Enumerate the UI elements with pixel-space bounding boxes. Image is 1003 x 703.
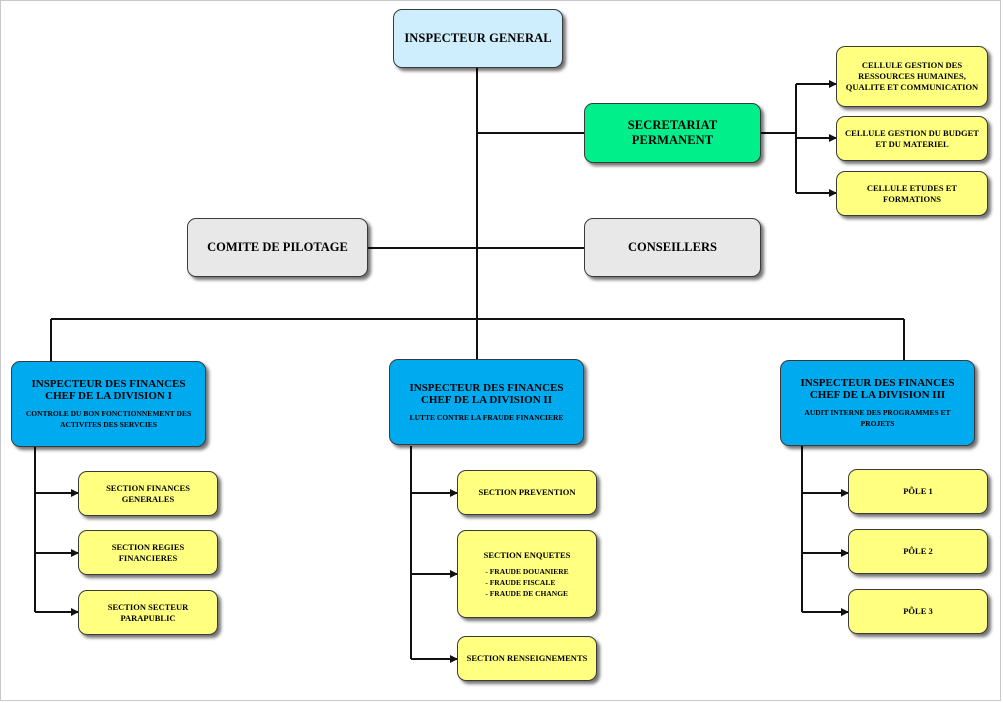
section-finances-generales-label: SECTION FINANCES GENERALES <box>106 482 190 504</box>
division-1-title: INSPECTEUR DES FINANCES CHEF DE LA DIVIS… <box>31 378 186 402</box>
secretariat-permanent-label: SECRETARIAT PERMANENT <box>627 118 718 147</box>
cellule-etudes-label: CELLULE ETUDES ET FORMATIONS <box>866 182 958 204</box>
division-2-box: INSPECTEUR DES FINANCES CHEF DE LA DIVIS… <box>389 359 584 445</box>
pole-2-label: PÔLE 2 <box>903 546 933 556</box>
secretariat-permanent-box: SECRETARIAT PERMANENT <box>584 103 761 163</box>
conseillers-label: CONSEILLERS <box>628 240 717 254</box>
comite-pilotage-label: COMITE DE PILOTAGE <box>207 240 348 254</box>
division-3-title: INSPECTEUR DES FINANCES CHEF DE LA DIVIS… <box>800 377 955 401</box>
cellule-rh-box: CELLULE GESTION DES RESSOURCES HUMAINES,… <box>836 46 988 107</box>
enquetes-list: - FRAUDE DOUANIERE - FRAUDE FISCALE - FR… <box>485 566 568 599</box>
cellule-rh-label: CELLULE GESTION DES RESSOURCES HUMAINES,… <box>845 60 979 92</box>
pole-2-box: PÔLE 2 <box>848 529 988 574</box>
section-finances-generales-box: SECTION FINANCES GENERALES <box>78 471 218 516</box>
pole-3-box: PÔLE 3 <box>848 589 988 634</box>
cellule-etudes-box: CELLULE ETUDES ET FORMATIONS <box>836 171 988 216</box>
division-3-subtitle: AUDIT INTERNE DES PROGRAMMES ET PROJETS <box>804 408 951 428</box>
pole-1-label: PÔLE 1 <box>903 486 933 496</box>
list-item: - FRAUDE DOUANIERE <box>485 566 569 576</box>
section-enquetes-box: SECTION ENQUETES - FRAUDE DOUANIERE - FR… <box>457 530 597 618</box>
conseillers-box: CONSEILLERS <box>584 218 761 277</box>
list-item: - FRAUDE FISCALE <box>485 577 556 587</box>
pole-3-label: PÔLE 3 <box>903 606 933 616</box>
section-prevention-box: SECTION PREVENTION <box>457 470 597 515</box>
cellule-budget-label: CELLULE GESTION DU BUDGET ET DU MATERIEL <box>845 127 979 149</box>
section-prevention-label: SECTION PREVENTION <box>478 487 576 497</box>
division-2-subtitle: LUTTE CONTRE LA FRAUDE FINANCIERE <box>409 412 564 422</box>
division-2-title: INSPECTEUR DES FINANCES CHEF DE LA DIVIS… <box>409 381 564 406</box>
section-secteur-parapublic-box: SECTION SECTEUR PARAPUBLIC <box>78 590 218 635</box>
division-1-subtitle: CONTROLE DU BON FONCTIONNEMENT DES ACTIV… <box>25 409 192 429</box>
comite-pilotage-box: COMITE DE PILOTAGE <box>187 218 368 277</box>
pole-1-box: PÔLE 1 <box>848 469 988 514</box>
section-enquetes-label: SECTION ENQUETES <box>483 549 571 560</box>
section-renseignements-box: SECTION RENSEIGNEMENTS <box>457 636 597 681</box>
cellule-budget-box: CELLULE GESTION DU BUDGET ET DU MATERIEL <box>836 116 988 161</box>
section-secteur-parapublic-label: SECTION SECTEUR PARAPUBLIC <box>107 601 189 623</box>
section-renseignements-label: SECTION RENSEIGNEMENTS <box>466 653 588 663</box>
division-1-box: INSPECTEUR DES FINANCES CHEF DE LA DIVIS… <box>11 361 206 447</box>
division-3-box: INSPECTEUR DES FINANCES CHEF DE LA DIVIS… <box>780 360 975 446</box>
inspecteur-general-label: INSPECTEUR GENERAL <box>404 31 552 45</box>
section-regies-financieres-box: SECTION REGIES FINANCIERES <box>78 530 218 575</box>
section-regies-financieres-label: SECTION REGIES FINANCIERES <box>111 541 185 563</box>
inspecteur-general-box: INSPECTEUR GENERAL <box>393 9 563 68</box>
list-item: - FRAUDE DE CHANGE <box>485 588 569 598</box>
